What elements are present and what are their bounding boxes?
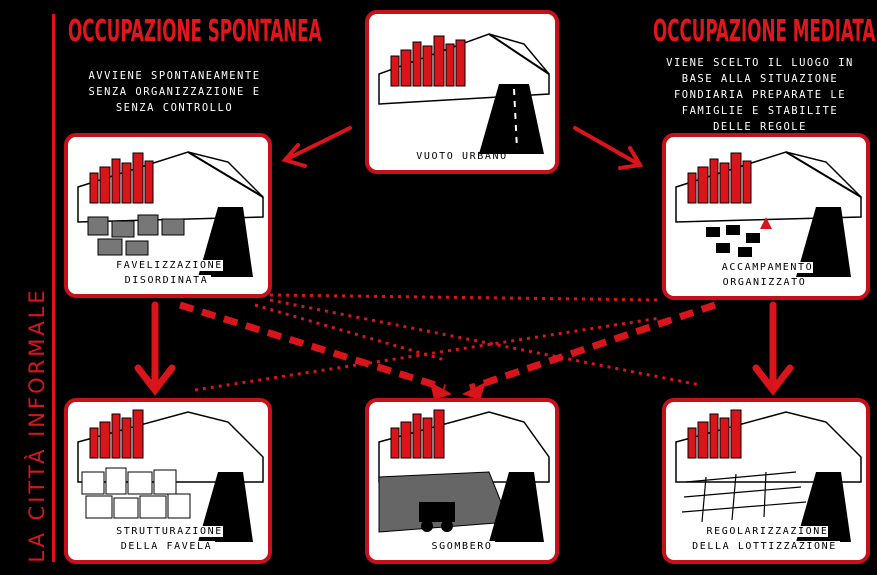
card-vuoto-urbano: VUOTO URBANO [365,10,559,174]
arrow-to-favelizzazione [281,126,352,168]
left-description: AVVIENE SPONTANEAMENTE SENZA ORGANIZZAZI… [88,70,261,114]
card-sgombero: SGOMBERO [365,398,559,564]
arrow-to-regolarizzazione [752,301,794,396]
arrow-to-strutturazione [134,301,176,396]
left-heading: OCCUPAZIONE SPONTANEA [68,14,322,49]
right-description: VIENE SCELTO IL LUOGO IN BASE ALLA SITUA… [666,57,854,133]
card-regolarizzazione: REGOLARIZZAZIONE DELLA LOTTIZZAZIONE [662,398,870,564]
favelizzazione-illustration [77,151,264,277]
dashed-to-sgombero-left [178,301,447,392]
card-favelizzazione: FAVELIZZAZIONE DISORDINATA [64,133,272,298]
accampamento-illustration [675,151,862,277]
dashed-to-sgombero-right [468,301,717,392]
vuoto-label: VUOTO URBANO [416,151,508,162]
arrow-to-accampamento [573,126,644,170]
arrowheads-sgombero [430,382,486,400]
card-strutturazione: STRUTTURAZIONE DELLA FAVELA [64,398,272,564]
sgombero-label: SGOMBERO [369,539,555,554]
accampamento-label: ACCAMPAMENTO ORGANIZZATO [666,260,866,290]
side-divider [52,14,55,562]
vuoto-illustration [378,33,550,154]
regolarizzazione-label: REGOLARIZZAZIONE DELLA LOTTIZZAZIONE [666,524,866,554]
favelizzazione-label: FAVELIZZAZIONE DISORDINATA [68,258,268,288]
sgombero-illustration [378,409,550,542]
dotted-cross-lines [194,293,701,392]
regolarizzazione-illustration [675,409,862,542]
strutturazione-illustration [77,409,264,542]
strutturazione-label: STRUTTURAZIONE DELLA FAVELA [68,524,268,554]
right-heading: OCCUPAZIONE MEDIATA [653,14,876,49]
card-accampamento: ACCAMPAMENTO ORGANIZZATO [662,133,870,300]
